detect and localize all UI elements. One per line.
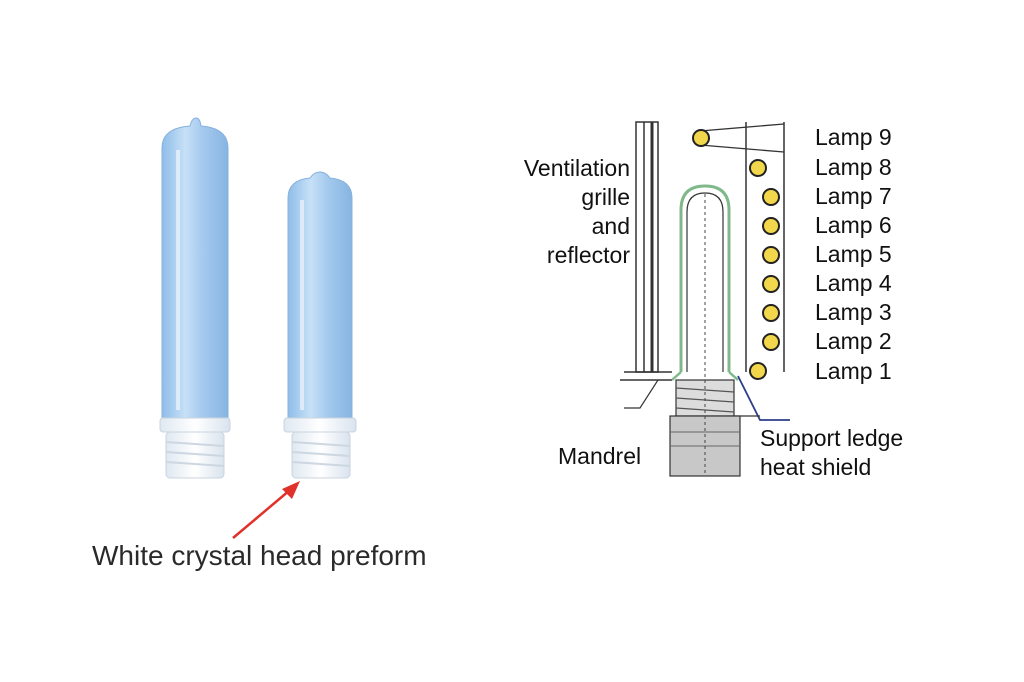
label-lamp-8: Lamp 8 <box>815 154 892 180</box>
lamp-3 <box>762 304 780 322</box>
label-lamp-3: Lamp 3 <box>815 299 892 325</box>
label-lamp-2: Lamp 2 <box>815 328 892 354</box>
lamp-6 <box>762 217 780 235</box>
label-lamp-5: Lamp 5 <box>815 241 892 267</box>
label-lamp-7: Lamp 7 <box>815 183 892 209</box>
label-lamp-1: Lamp 1 <box>815 358 892 384</box>
lamp-2 <box>762 333 780 351</box>
preform-caption: White crystal head preform <box>92 540 427 571</box>
short-preform <box>283 171 357 479</box>
preform-outline <box>671 184 739 381</box>
label-lamp-9: Lamp 9 <box>815 124 892 150</box>
lamp-9 <box>692 129 710 147</box>
label-lamp-6: Lamp 6 <box>815 212 892 238</box>
label-ventilation-3: and <box>591 213 630 239</box>
label-ventilation-4: reflector <box>546 242 630 268</box>
label-heat-shield: heat shield <box>760 454 872 480</box>
label-ventilation-1: Ventilation <box>523 155 630 181</box>
label-lamp-4: Lamp 4 <box>815 270 892 296</box>
lamp-rail <box>699 122 785 372</box>
tall-preform <box>159 117 231 479</box>
label-mandrel: Mandrel <box>558 443 642 469</box>
heat-shield <box>734 375 790 421</box>
lamp-4 <box>762 275 780 293</box>
ventilation-grille <box>620 121 672 409</box>
label-support-ledge: Support ledge <box>760 425 904 451</box>
pointer-arrow <box>232 481 300 539</box>
label-ventilation-2: grille <box>581 184 630 210</box>
lamp-7 <box>762 188 780 206</box>
lamp-8 <box>749 159 767 177</box>
lamp-5 <box>762 246 780 264</box>
lamp-1 <box>749 362 767 380</box>
